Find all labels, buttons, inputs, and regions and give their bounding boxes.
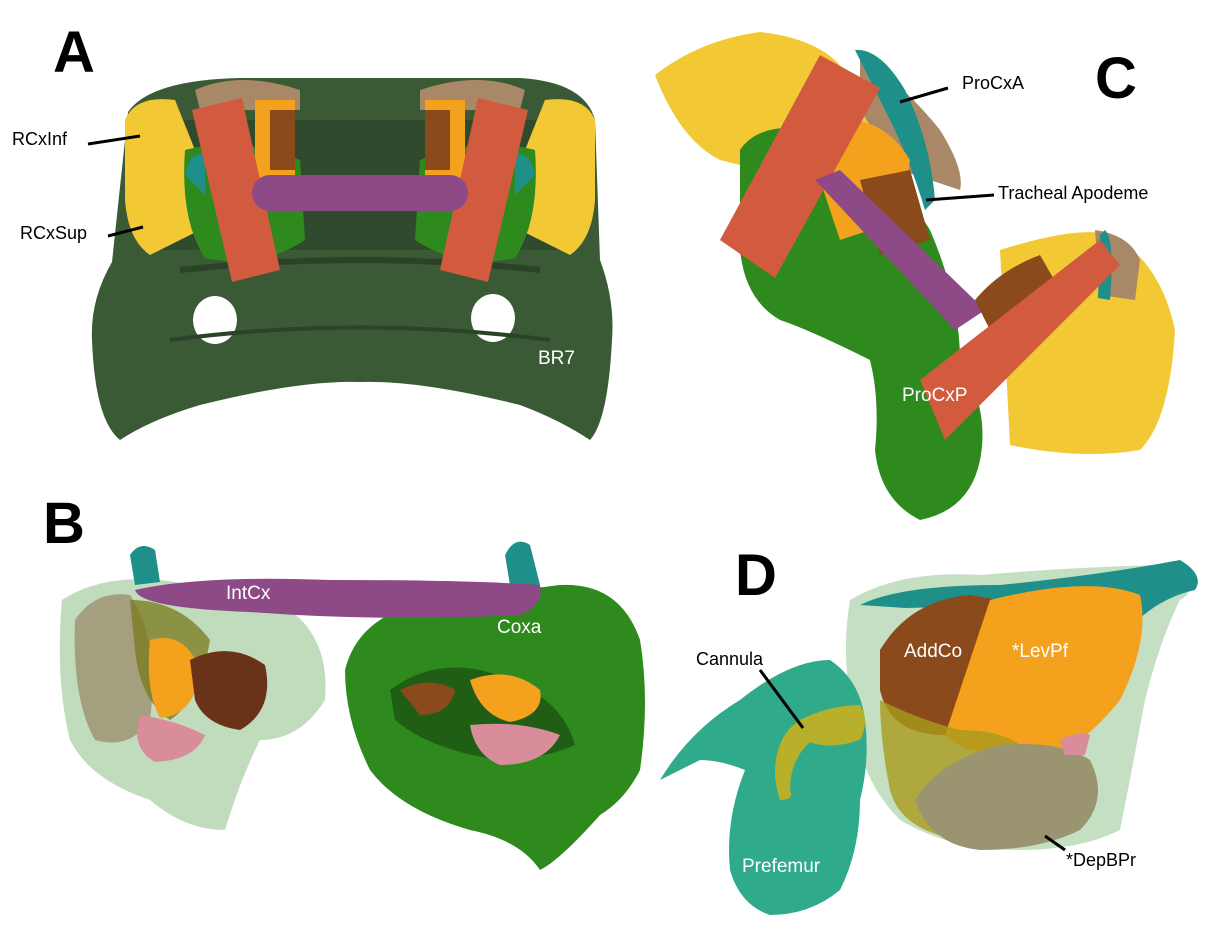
panel-letter-a: A bbox=[53, 24, 95, 82]
leader-tracheal bbox=[926, 195, 994, 200]
label-rcxinf: RCxInf bbox=[12, 130, 67, 148]
label-br7: BR7 bbox=[538, 349, 575, 368]
panel-letter-b: B bbox=[43, 495, 85, 553]
label-levpf: *LevPf bbox=[1012, 642, 1068, 661]
label-addco: AddCo bbox=[904, 642, 962, 661]
label-procxp: ProCxP bbox=[902, 386, 967, 405]
label-prefemur: Prefemur bbox=[742, 857, 820, 876]
label-depbpr: *DepBPr bbox=[1066, 851, 1136, 869]
label-tracheal-apodeme: Tracheal Apodeme bbox=[998, 184, 1148, 202]
label-coxa: Coxa bbox=[497, 618, 541, 637]
panel-letter-c: C bbox=[1095, 50, 1137, 108]
panel-letter-d: D bbox=[735, 547, 777, 605]
label-intcx: IntCx bbox=[226, 584, 270, 603]
label-rcxsup: RCxSup bbox=[20, 224, 87, 242]
label-procxa: ProCxA bbox=[962, 74, 1024, 92]
label-cannula: Cannula bbox=[696, 650, 763, 668]
panel-b-illustration bbox=[60, 542, 645, 870]
panel-a-illustration bbox=[92, 78, 613, 440]
